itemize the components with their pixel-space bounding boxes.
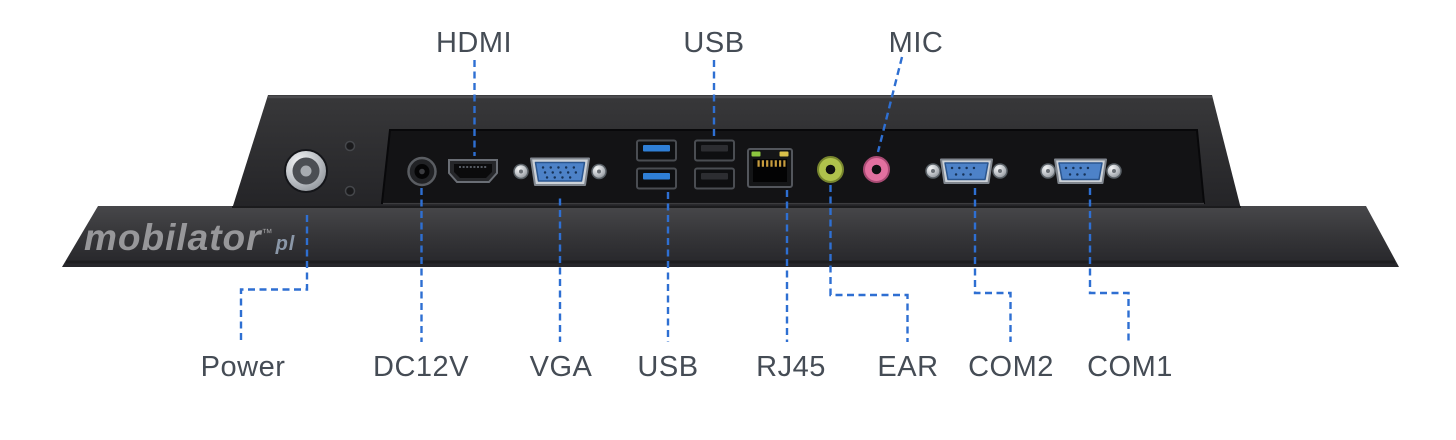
com2-serial-port	[925, 158, 1008, 184]
power-button	[284, 149, 328, 193]
usb-bottom-label: USB	[637, 351, 699, 383]
rj45-label: RJ45	[756, 351, 826, 383]
com1-serial-port	[1040, 158, 1122, 184]
com1-label: COM1	[1087, 351, 1173, 383]
ear-audio-jack	[817, 156, 844, 183]
dc12v-label: DC12V	[373, 351, 469, 383]
mic-label: MIC	[888, 27, 944, 59]
ear-leader-line	[829, 185, 909, 342]
com2-label: COM2	[968, 351, 1054, 383]
bezel-bar	[62, 206, 1399, 267]
hdmi-port	[448, 159, 498, 183]
mic-leader-line	[876, 56, 904, 153]
vga-label: VGA	[529, 351, 593, 383]
power-label: Power	[200, 351, 286, 383]
logo-tld-text: pl	[275, 233, 296, 255]
ear-label: EAR	[877, 351, 939, 383]
power-leader-line	[239, 215, 309, 342]
usb2-port-stack	[694, 139, 735, 190]
com2-leader-line	[973, 188, 1012, 342]
dc12v-jack	[407, 156, 437, 187]
rj45-port	[747, 148, 793, 188]
vga-port	[513, 157, 607, 186]
com1-leader-line	[1088, 188, 1130, 342]
hdmi-label: HDMI	[435, 27, 513, 59]
mic-audio-jack	[863, 156, 890, 183]
usb-top-label: USB	[683, 27, 745, 59]
logo-brand-text: mobilator	[84, 217, 262, 258]
screw-icons	[344, 140, 356, 197]
leader-lines	[239, 56, 1130, 342]
usb3-port-stack	[636, 139, 677, 190]
logo-trademark-symbol: ™	[261, 227, 274, 240]
